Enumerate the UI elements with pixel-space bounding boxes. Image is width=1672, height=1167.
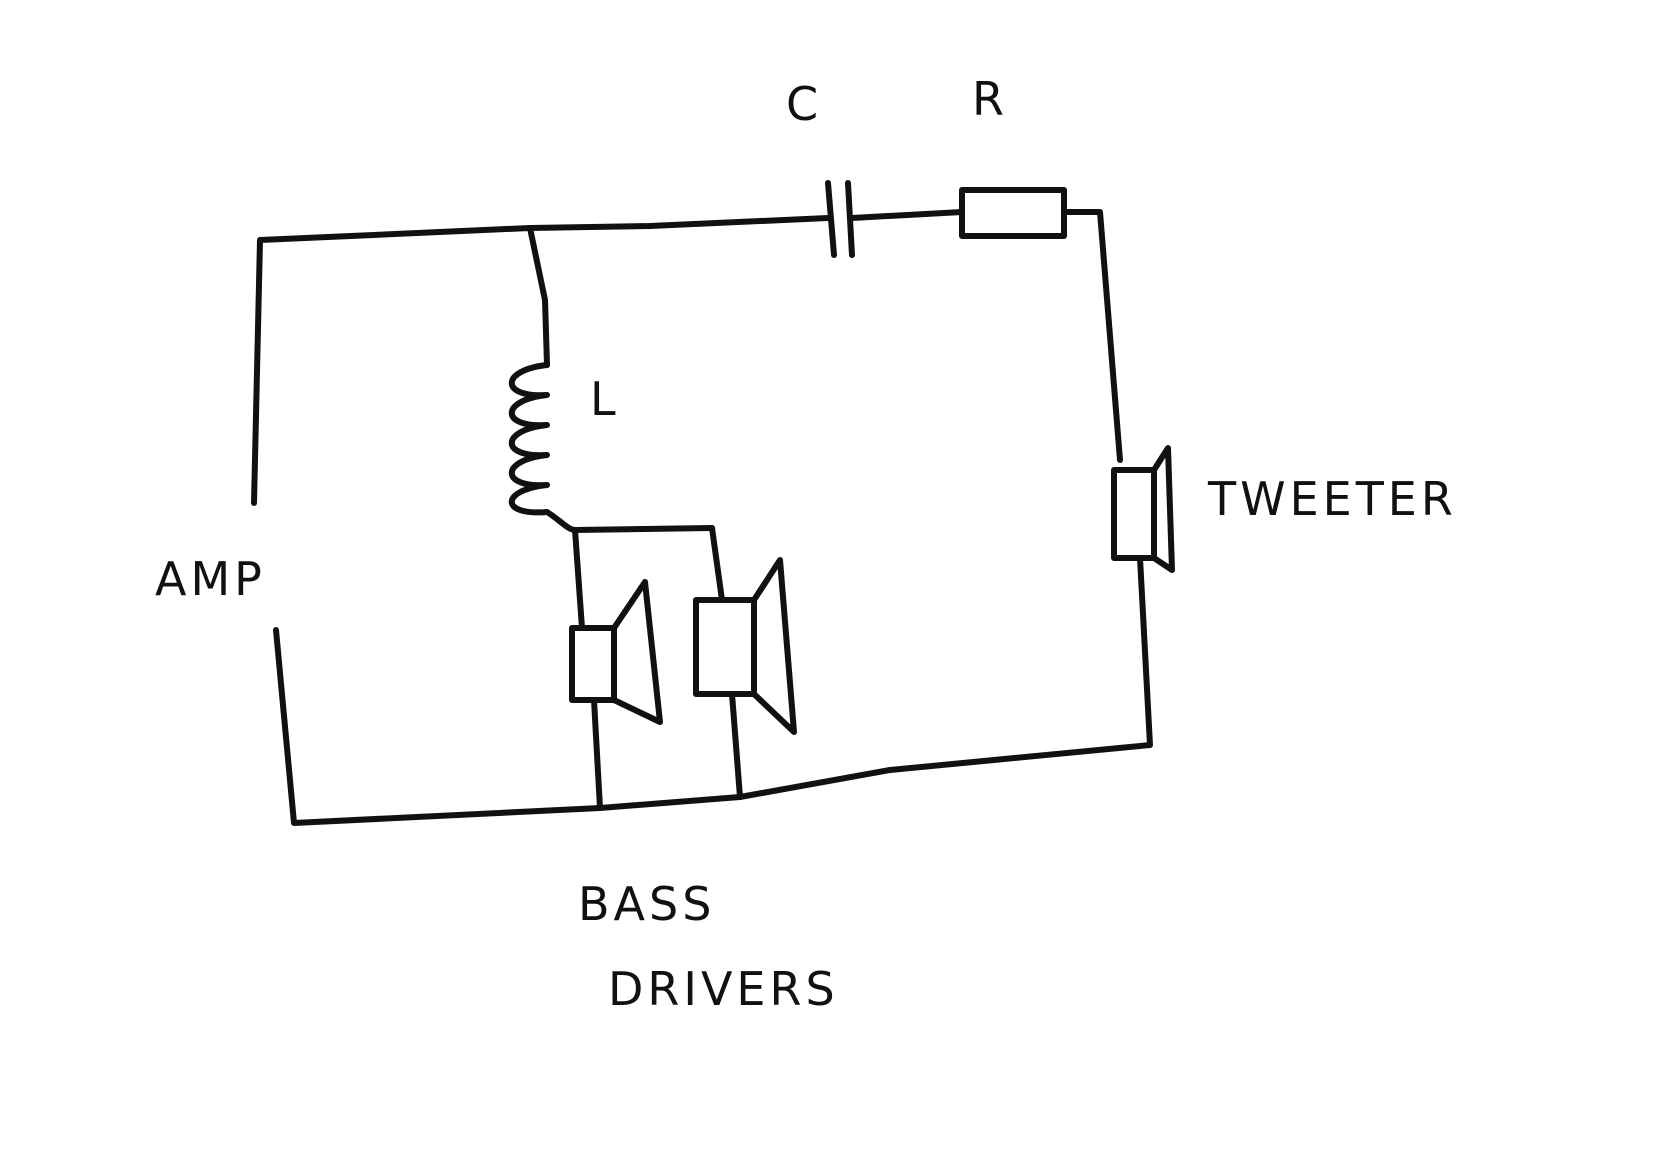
inductor-feed-wire — [527, 225, 550, 368]
amp-top-wire — [251, 225, 533, 506]
resistor-label: R — [972, 72, 1008, 126]
bass-driver-1-symbol — [569, 579, 663, 725]
inductor-label: L — [590, 372, 620, 426]
amp-bottom-wire — [273, 627, 603, 826]
amp-label: AMP — [155, 552, 266, 606]
bass-driver-2-symbol — [693, 557, 797, 735]
bass-drivers-label-line2: DRIVERS — [608, 962, 839, 1016]
capacitor-symbol — [825, 180, 855, 258]
bass-drivers-label-line1: BASS — [578, 877, 715, 931]
inductor-coil-symbol — [508, 362, 578, 533]
capacitor-resistor-wire — [849, 209, 965, 221]
tweeter-speaker-symbol — [1111, 445, 1175, 573]
tweeter-return-wire — [597, 555, 1153, 811]
bass-driver-2-top-wire — [709, 525, 725, 603]
tweeter-label: TWEETER — [1207, 472, 1457, 526]
resistor-symbol — [959, 187, 1067, 239]
resistor-tweeter-wire — [1061, 209, 1123, 463]
bass-driver-2-bottom-wire — [729, 691, 743, 800]
bass-driver-1-bottom-wire — [591, 697, 603, 811]
capacitor-label: C — [786, 77, 822, 131]
top-rail-wire — [527, 215, 831, 231]
inductor-to-bass-wire — [572, 525, 715, 533]
bass-driver-1-top-wire — [572, 527, 585, 631]
